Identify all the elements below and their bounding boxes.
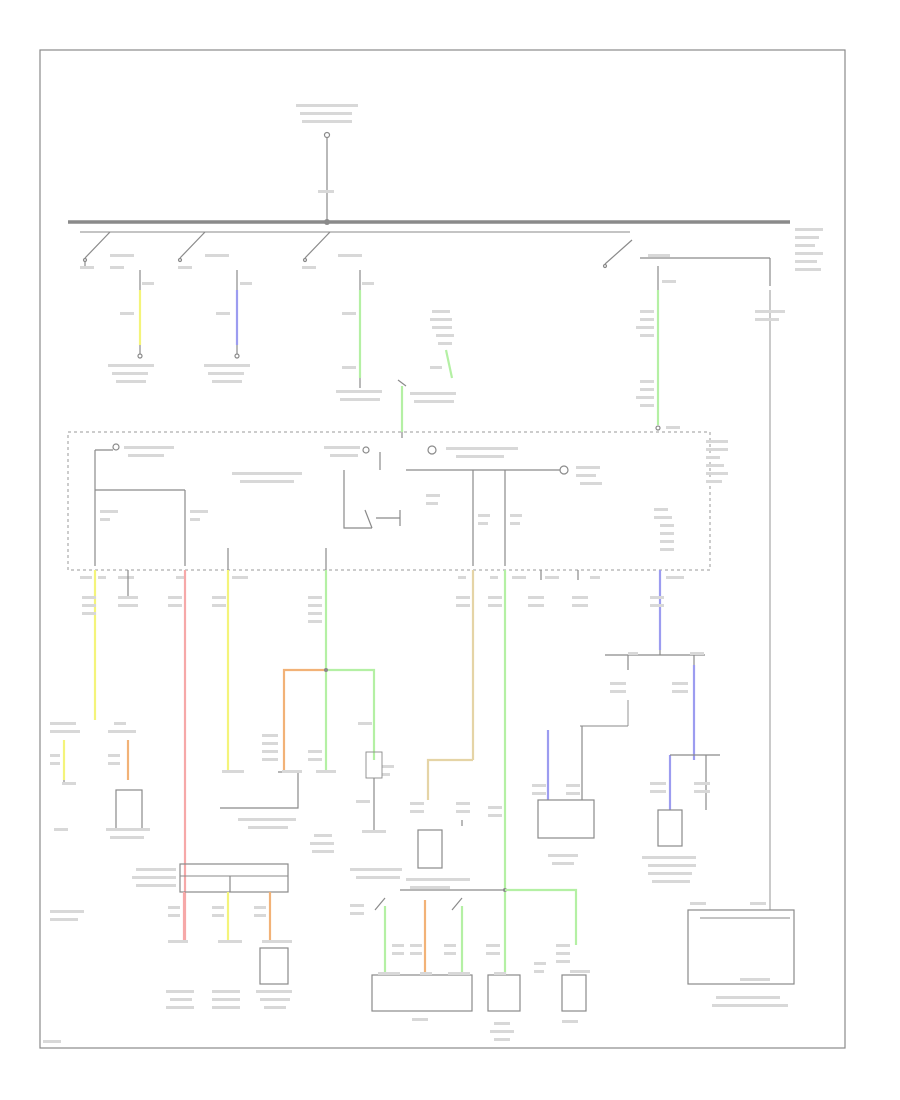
junction-block: [132, 863, 292, 1009]
coil-icon: [427, 445, 437, 455]
coil-icon: [112, 443, 120, 451]
module-center: [397, 310, 456, 438]
wire-e: [220, 548, 394, 853]
wire-b: [118, 570, 138, 607]
feed-label: [296, 104, 358, 123]
relay-switch-icon: [374, 897, 386, 911]
main-feed: [296, 104, 358, 222]
wire-a: [82, 570, 97, 720]
wire-h-blue: [532, 570, 720, 883]
ground-icon: [234, 353, 240, 359]
control-unit-right: [687, 902, 795, 1007]
relay-switch-icon: [364, 509, 373, 529]
fuse-bank: [80, 231, 670, 269]
relay-switch-icon: [451, 897, 463, 911]
fuse-icon: [177, 231, 229, 269]
wire-g-green: [400, 570, 588, 975]
wire-f-tan: [410, 570, 475, 869]
connector-row: [80, 576, 684, 579]
engine-control-module: [350, 868, 590, 1041]
ground-icon: [655, 425, 661, 431]
left-lower-components: [43, 722, 150, 1043]
fuse-icon: [80, 231, 134, 269]
relay-box: [67, 431, 728, 571]
branch-2: [204, 270, 252, 383]
branch-right-green: [636, 266, 680, 431]
branch-1: [108, 270, 154, 383]
feed-terminal-icon: [323, 131, 331, 139]
diagram-frame: [39, 49, 846, 1049]
fuse-icon: [302, 231, 362, 269]
feed-wire-label: [318, 190, 334, 193]
ground-icon: [137, 353, 143, 359]
wire-c-red: [168, 570, 187, 940]
branch-3: [336, 270, 382, 401]
fuse-icon: [602, 239, 670, 269]
coil-icon: [559, 465, 569, 475]
right-feed: [640, 228, 823, 910]
coil-icon: [362, 446, 370, 454]
wire-d-yellow: [212, 548, 230, 772]
